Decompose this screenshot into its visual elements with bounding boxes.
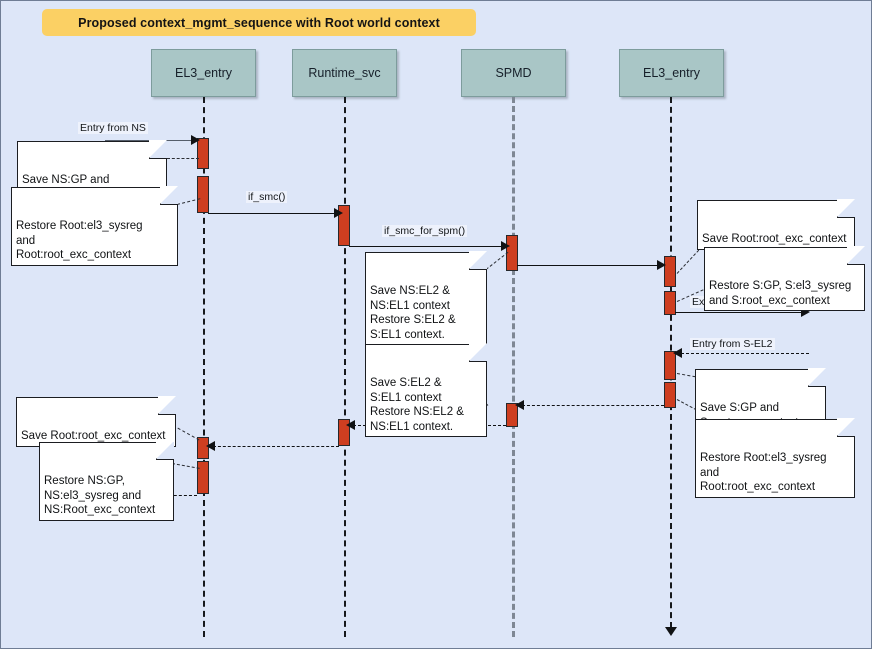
diagram-title: Proposed context_mgmt_sequence with Root… — [78, 15, 440, 30]
note-fold-icon — [847, 246, 865, 265]
note-fold-icon — [469, 343, 487, 362]
note-save-s-el2: Save S:EL2 & S:EL1 context Restore NS:EL… — [365, 343, 487, 437]
message-line-exit-to-s-el2 — [675, 312, 805, 313]
arrow-head-icon — [191, 135, 200, 145]
participant-spmd[interactable]: SPMD — [461, 49, 566, 97]
activation-bar — [197, 461, 209, 494]
note-fold-icon — [837, 418, 855, 437]
participant-el3-entry-right[interactable]: EL3_entry — [619, 49, 724, 97]
note-text: Save Root:root_exc_context — [21, 430, 166, 442]
arrow-head-icon — [657, 260, 666, 270]
note-restore-s-gp: Restore S:GP, S:el3_sysreg and S:root_ex… — [704, 246, 865, 311]
arrow-head-icon — [334, 208, 343, 218]
lifeline-spmd — [512, 97, 515, 637]
participant-label: SPMD — [495, 66, 532, 80]
note-restore-ns-gp: Restore NS:GP, NS:el3_sysreg and NS:Root… — [39, 441, 174, 521]
note-fold-icon — [469, 251, 487, 270]
message-label-entry-from-ns: Entry from NS — [78, 122, 148, 134]
participant-runtime-svc[interactable]: Runtime_svc — [292, 49, 397, 97]
message-label-entry-from-s-el2: Entry from S-EL2 — [690, 338, 775, 350]
message-label-if-smc-for-spm: if_smc_for_spm() — [382, 225, 468, 237]
arrow-head-icon — [206, 441, 215, 451]
arrow-head-icon — [801, 307, 810, 317]
participant-el3-entry-left[interactable]: EL3_entry — [151, 49, 256, 97]
note-fold-icon — [808, 368, 826, 387]
note-text: Save S:EL2 & S:EL1 context Restore NS:EL… — [370, 377, 464, 433]
note-fold-icon — [160, 186, 178, 205]
arrow-head-icon — [346, 420, 355, 430]
lifeline-runtime-svc — [344, 97, 346, 637]
note-leader-line — [676, 249, 700, 274]
note-save-root-exc-context-right: Save Root:root_exc_context — [697, 199, 855, 250]
note-fold-icon — [149, 140, 167, 159]
message-line-spmd-to-el3-entry — [517, 265, 663, 266]
note-text: Restore NS:GP, NS:el3_sysreg and NS:Root… — [44, 475, 156, 516]
arrow-head-icon — [501, 241, 510, 251]
note-text: Restore Root:el3_sysreg and Root:root_ex… — [700, 452, 827, 493]
note-fold-icon — [837, 199, 855, 218]
note-save-root-exc-context-left: Save Root:root_exc_context — [16, 396, 176, 447]
note-fold-icon — [158, 396, 176, 415]
note-text: Save NS:EL2 & NS:EL1 context Restore S:E… — [370, 285, 456, 341]
activation-bar — [664, 351, 676, 380]
message-line-entry-from-s-el2 — [681, 353, 809, 354]
lifeline-end-arrow-icon — [665, 627, 677, 636]
arrow-head-icon — [515, 400, 524, 410]
note-text: Restore Root:el3_sysreg and Root:root_ex… — [16, 220, 143, 261]
note-leader-line — [171, 463, 200, 469]
diagram-title-banner: Proposed context_mgmt_sequence with Root… — [42, 9, 476, 36]
message-line-if-smc — [208, 213, 336, 214]
message-line-if-smc-for-spm — [349, 246, 505, 247]
note-leader-line — [167, 158, 199, 159]
participant-label: EL3_entry — [643, 66, 700, 80]
activation-bar — [197, 176, 209, 213]
note-save-ns-el2: Save NS:EL2 & NS:EL1 context Restore S:E… — [365, 251, 487, 345]
note-restore-root-el3-sysreg-right: Restore Root:el3_sysreg and Root:root_ex… — [695, 418, 855, 498]
activation-bar — [664, 291, 676, 315]
arrow-head-icon — [673, 348, 682, 358]
note-text: Restore S:GP, S:el3_sysreg and S:root_ex… — [709, 280, 852, 307]
activation-bar — [664, 256, 676, 287]
note-restore-root-el3-sysreg: Restore Root:el3_sysreg and Root:root_ex… — [11, 186, 178, 266]
activation-bar — [197, 138, 209, 169]
message-line-runtime-svc-to-el3-entry-return — [213, 446, 339, 447]
note-fold-icon — [156, 441, 174, 460]
message-line-el3-entry-to-spmd-return — [522, 405, 664, 406]
note-leader-line — [485, 251, 509, 270]
note-text: Save Root:root_exc_context — [702, 233, 847, 245]
activation-bar — [664, 382, 676, 408]
note-leader-line — [172, 425, 200, 441]
participant-label: Runtime_svc — [308, 66, 381, 80]
lifeline-el3-entry-left — [203, 97, 205, 637]
message-label-if-smc: if_smc() — [246, 191, 288, 203]
participant-label: EL3_entry — [175, 66, 232, 80]
